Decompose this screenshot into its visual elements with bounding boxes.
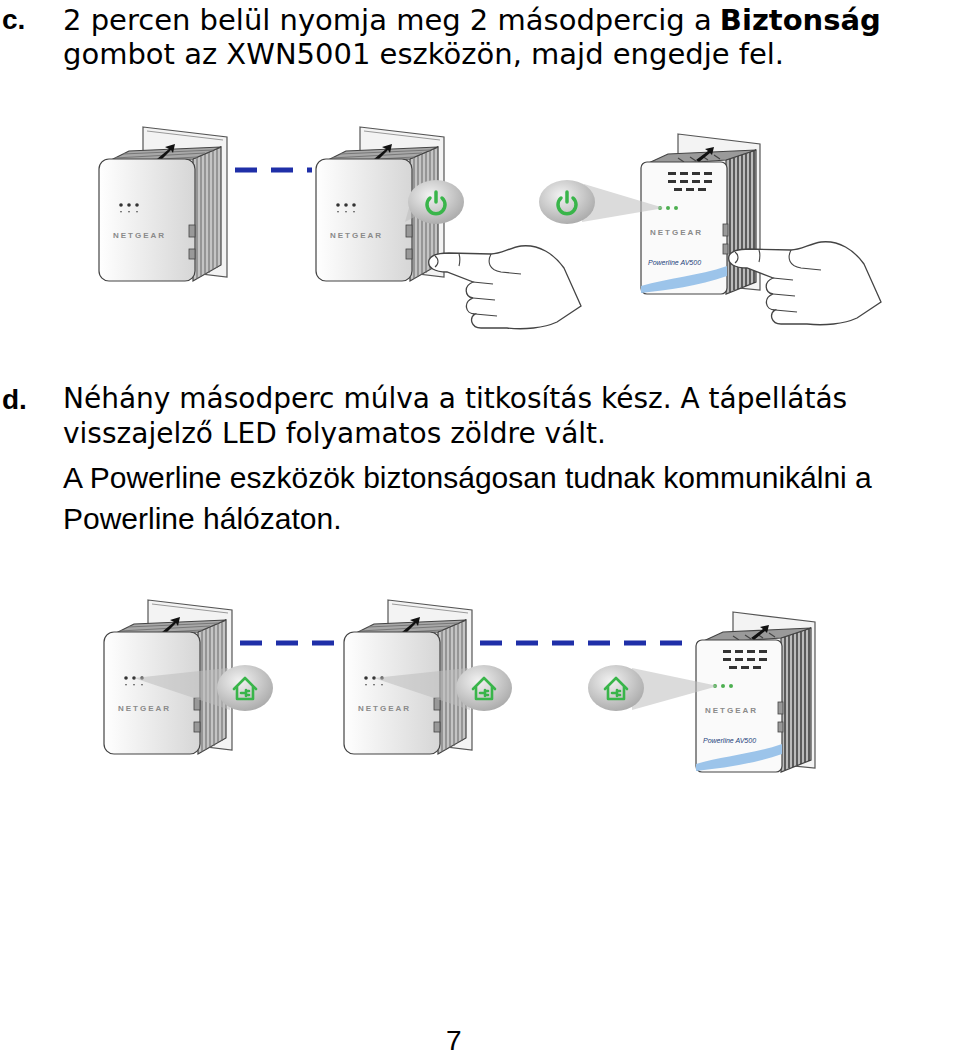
powerline-adapter: NETGEAR	[340, 598, 480, 758]
text-block: Néhány másodperc múlva a titkosítás kész…	[63, 381, 943, 451]
step-letter: d.	[2, 384, 27, 415]
instruction-text: Néhány másodperc múlva a titkosítás kész…	[63, 382, 847, 450]
text-block: 2 percen belül nyomja meg 2 másodpercig …	[63, 3, 958, 71]
instruction-text: A Powerline eszközök biztonságosan tudna…	[63, 461, 872, 535]
brand-logo: NETGEAR	[650, 228, 703, 237]
instruction-text: gombot az XWN5001 eszközön, majd engedje…	[63, 37, 784, 71]
powerline-adapter: NETGEAR Powerline AV500	[693, 610, 818, 775]
text-block: d.	[2, 383, 60, 417]
powerline-adapter: NETGEAR	[95, 125, 235, 285]
instruction-text: Biztonság	[720, 3, 881, 37]
brand-logo: NETGEAR	[118, 704, 171, 713]
model-label: Powerline AV500	[703, 737, 756, 744]
step-letter: c.	[2, 4, 25, 35]
brand-logo: NETGEAR	[358, 704, 411, 713]
instruction-text: 2 percen belül nyomja meg 2 másodpercig …	[63, 3, 712, 37]
text-block: 7	[446, 1025, 486, 1057]
powerline-adapter: NETGEAR	[312, 125, 452, 285]
powerline-adapter: NETGEAR Powerline AV500	[638, 132, 763, 297]
page-number: 7	[446, 1025, 462, 1056]
dashed-link	[480, 641, 693, 646]
brand-logo: NETGEAR	[705, 706, 758, 715]
dashed-link	[235, 168, 312, 173]
dashed-link	[240, 641, 340, 646]
text-block: c.	[2, 3, 60, 37]
brand-logo: NETGEAR	[113, 231, 166, 240]
powerline-adapter: NETGEAR	[100, 598, 240, 758]
text-block: A Powerline eszközök biztonságosan tudna…	[63, 457, 958, 539]
brand-logo: NETGEAR	[330, 231, 383, 240]
model-label: Powerline AV500	[648, 259, 701, 266]
